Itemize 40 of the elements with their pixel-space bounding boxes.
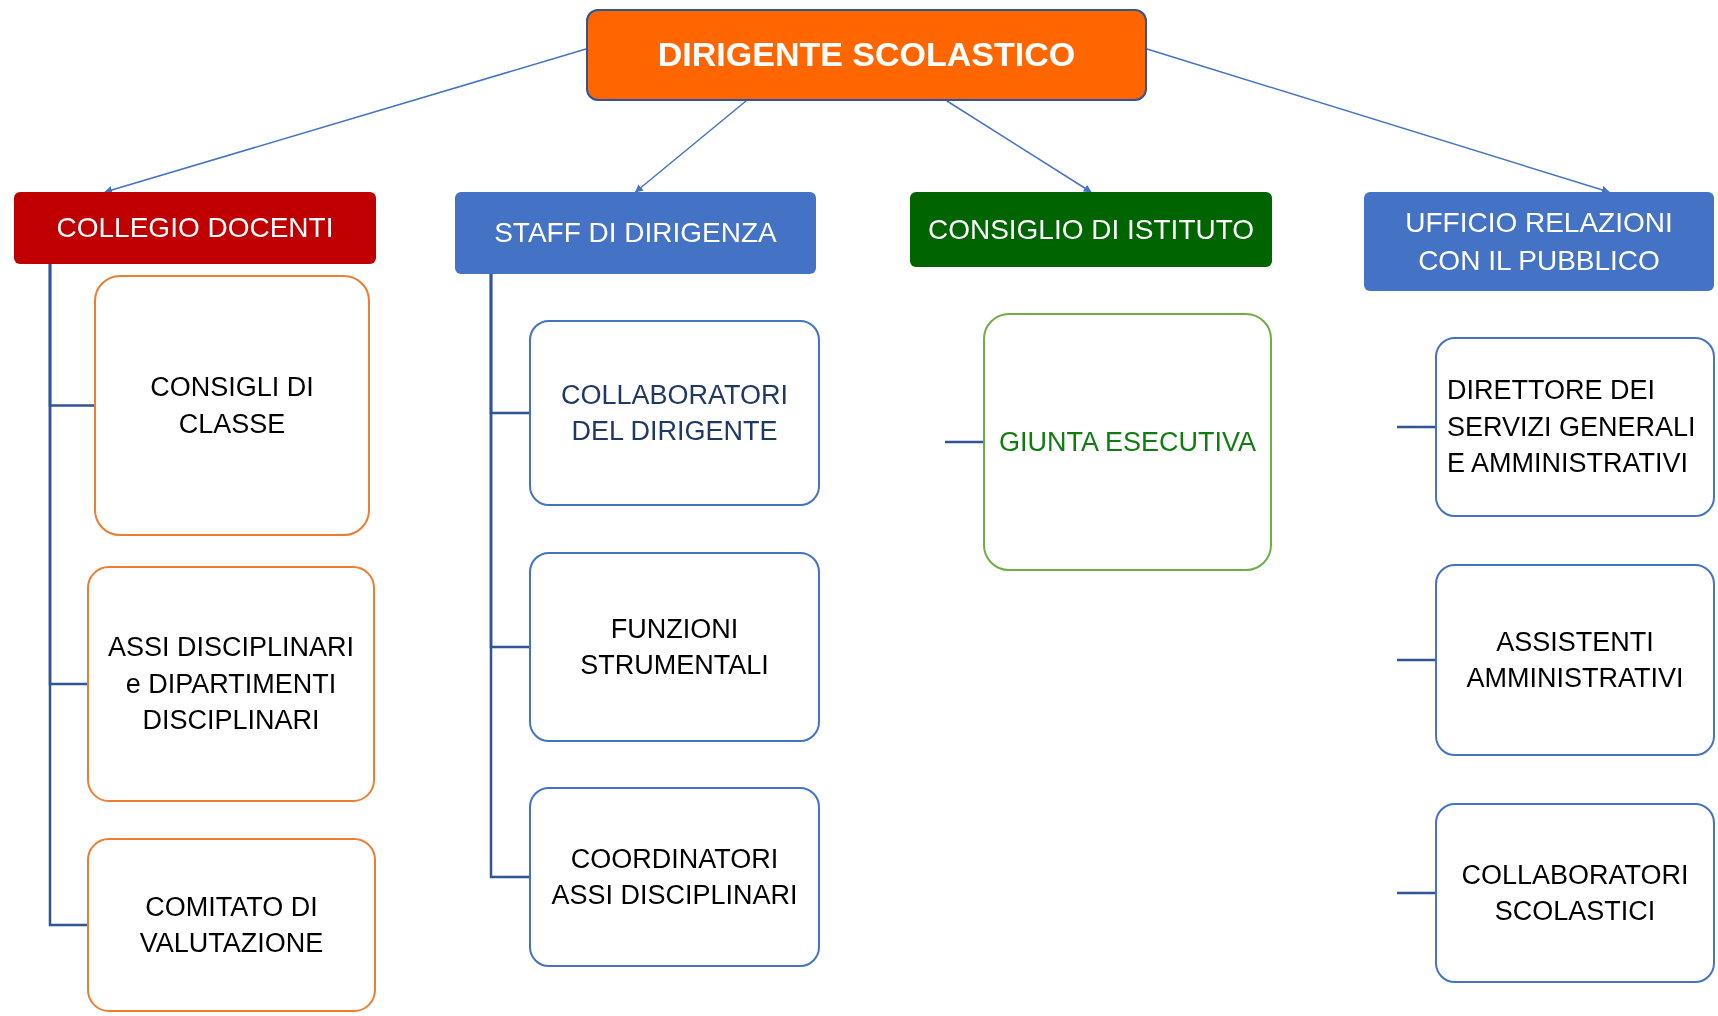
connector-line [945, 440, 983, 444]
connector-line [1397, 891, 1435, 895]
header-text: CONSIGLIO DI ISTITUTO [927, 212, 1255, 247]
connector-line [489, 274, 529, 879]
header-text: STAFF DI DIRIGENZA [494, 216, 777, 251]
content-box [1435, 803, 1715, 983]
connector-line [1397, 425, 1435, 429]
box-text: ASSISTENTI AMMINISTRATIVI [1465, 625, 1685, 695]
box-text: ASSI DISCIPLINARI e DIPARTIMENTI DISCIPLINARI [106, 631, 356, 738]
header-box [1364, 192, 1714, 291]
box-text: COORDINATORI ASSI DISCIPLINARI [550, 842, 799, 912]
arrow [104, 48, 587, 194]
content-box [529, 320, 820, 506]
box-text: FUNZIONI STRUMENTALI [579, 612, 770, 682]
box-text: COMITATO DI VALUTAZIONE [138, 890, 325, 960]
content-box [87, 838, 376, 1012]
arrow [1146, 48, 1610, 194]
connector-line [1397, 658, 1435, 662]
header-text: COLLEGIO DOCENTI [56, 211, 334, 246]
header-box [455, 192, 816, 274]
header-box [14, 192, 376, 264]
arrow [946, 100, 1092, 193]
box-text: GIUNTA ESECUTIVA [998, 425, 1256, 459]
arrow [634, 100, 747, 193]
content-box [1435, 564, 1715, 756]
header-box [910, 192, 1272, 267]
content-box [529, 787, 820, 967]
content-box [94, 275, 370, 536]
header-text: DIRIGENTE SCOLASTICO [657, 34, 1076, 76]
box-text: DIRETTORE DEI SERVIZI GENERALI E AMMINISTRATIVI [1447, 374, 1697, 481]
connector-line [48, 264, 87, 927]
content-box [87, 566, 375, 802]
content-box [983, 313, 1272, 571]
header-text: UFFICIO RELAZIONI CON IL PUBBLICO [1404, 205, 1674, 278]
box-text: CONSIGLI DI CLASSE [149, 371, 315, 441]
box-text: COLLABORATORI SCOLASTICI [1460, 858, 1690, 928]
content-box [529, 552, 820, 742]
title-box [586, 9, 1147, 101]
box-text: COLLABORATORI DEL DIRIGENTE [559, 378, 790, 448]
content-box [1435, 337, 1715, 517]
